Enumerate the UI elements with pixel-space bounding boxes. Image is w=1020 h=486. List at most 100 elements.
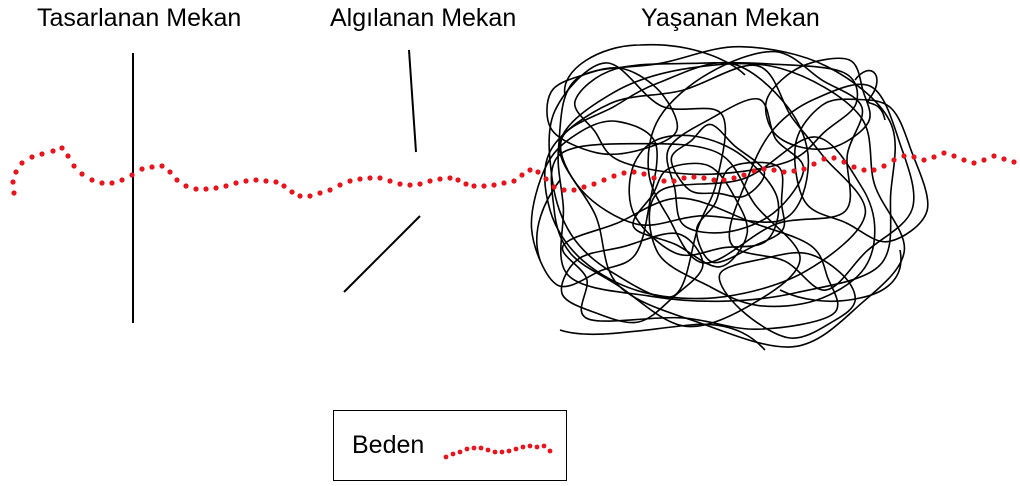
body-dot: [911, 154, 917, 160]
scribble-loop: [695, 161, 786, 264]
body-dot: [741, 172, 747, 178]
legend-dot: [506, 448, 512, 454]
body-dot: [601, 177, 607, 183]
body-dot: [289, 189, 295, 195]
legend-dot: [492, 449, 498, 455]
scribble-loop: [560, 232, 704, 324]
perceived-space-line-upper: [408, 49, 417, 153]
body-dot: [1001, 156, 1007, 162]
body-dot: [631, 169, 637, 175]
scribble-loop: [632, 162, 749, 268]
body-dot: [347, 178, 353, 184]
body-dot: [511, 178, 517, 184]
body-dot: [951, 153, 957, 159]
body-dot: [811, 161, 817, 167]
body-dot: [761, 166, 767, 172]
body-dot: [981, 157, 987, 163]
scribble-loop: [530, 120, 658, 288]
body-dot: [501, 180, 507, 186]
scribble-loop: [764, 57, 871, 150]
designed-space-label: Tasarlanan Mekan: [37, 4, 242, 32]
body-dot: [263, 178, 269, 184]
body-dot: [519, 172, 525, 178]
lived-space-scribble: [530, 43, 929, 351]
body-dot: [79, 171, 85, 177]
body-dot: [253, 177, 259, 183]
scribble-stroke: [536, 179, 561, 261]
legend-dot: [443, 454, 449, 460]
body-dot: [861, 167, 867, 173]
body-dot: [149, 164, 155, 170]
body-dot: [851, 164, 857, 170]
perceived-space-label: Algılanan Mekan: [330, 4, 517, 32]
body-dot: [13, 169, 19, 175]
body-dot: [407, 182, 413, 188]
body-dot: [65, 153, 71, 159]
body-dot: [901, 153, 907, 159]
legend-dot: [485, 447, 491, 453]
legend-dot: [547, 448, 553, 454]
body-dot: [581, 184, 587, 190]
body-dot: [119, 177, 125, 183]
scribble-loop: [548, 62, 727, 299]
legend-box: Beden: [333, 410, 567, 481]
body-dot: [174, 177, 180, 183]
legend-body-dots: [443, 443, 553, 460]
scribble-loop: [718, 251, 857, 339]
body-dot: [711, 177, 717, 183]
body-dot: [721, 177, 727, 183]
body-dot: [337, 182, 343, 188]
body-dot: [317, 190, 323, 196]
body-dot: [801, 166, 807, 172]
body-dot: [481, 183, 487, 189]
body-dot: [357, 176, 363, 182]
body-dot: [109, 180, 115, 186]
body-dot: [661, 178, 667, 184]
legend-dot: [464, 446, 470, 452]
body-dot: [821, 156, 827, 162]
body-dot: [691, 174, 697, 180]
body-dot: [367, 175, 373, 181]
body-dot: [841, 159, 847, 165]
body-dot: [871, 167, 877, 173]
body-dot: [1011, 159, 1017, 165]
body-dot: [491, 182, 497, 188]
body-dot: [571, 187, 577, 193]
body-dot: [71, 163, 77, 169]
body-dot: [681, 175, 687, 181]
legend-dot: [541, 443, 547, 449]
body-dot: [771, 167, 777, 173]
body-dot: [29, 154, 35, 160]
body-dot: [203, 186, 209, 192]
scribble-stroke: [779, 249, 902, 303]
body-dot: [731, 175, 737, 181]
body-dot: [961, 157, 967, 163]
legend-body-label: Beden: [352, 431, 425, 459]
body-dot: [273, 179, 279, 185]
perceived-space-line-lower: [343, 215, 421, 293]
scribble-loop: [573, 61, 859, 176]
scribble-stroke: [563, 43, 746, 96]
body-dot: [931, 154, 937, 160]
body-dot: [701, 175, 707, 181]
body-dot: [427, 178, 433, 184]
body-dot: [551, 184, 557, 190]
body-dot: [971, 160, 977, 166]
body-dot: [831, 155, 837, 161]
body-dot: [50, 148, 56, 154]
body-dot: [791, 168, 797, 174]
scribble-loop: [558, 62, 906, 348]
body-dot: [891, 157, 897, 163]
body-dot: [223, 183, 229, 189]
body-dot: [437, 176, 443, 182]
body-dot: [535, 169, 541, 175]
body-dot: [243, 178, 249, 184]
body-dot: [447, 175, 453, 181]
body-dot: [89, 177, 95, 183]
scribble-loop: [543, 64, 867, 300]
body-dot: [611, 173, 617, 179]
scribble-loop: [666, 97, 805, 234]
body-dot: [561, 187, 567, 193]
body-dot: [233, 180, 239, 186]
